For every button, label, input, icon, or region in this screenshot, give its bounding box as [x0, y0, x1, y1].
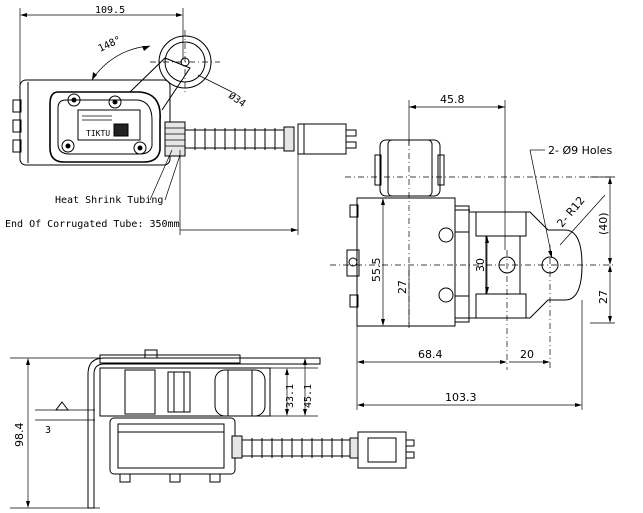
side-corrugated-tube — [241, 438, 351, 458]
bracket-fork — [468, 211, 583, 319]
dim-55-5: 55.5 — [370, 258, 383, 283]
dim-27-left: 27 — [396, 280, 409, 294]
dim-3: 3 — [45, 425, 51, 436]
dim-109-5: 109.5 — [95, 5, 125, 16]
connector-top — [297, 123, 347, 155]
label-tube-end: End Of Corrugated Tube: 350mm — [5, 219, 180, 230]
dim-33-1: 33.1 — [285, 384, 296, 408]
heat-shrink-tubing — [164, 121, 186, 157]
dim-20: 20 — [520, 348, 534, 361]
logo-text: TIKTU — [86, 129, 110, 138]
corrugated-tube — [184, 128, 286, 150]
dim-68-4: 68.4 — [418, 348, 443, 361]
dim-98-4: 98.4 — [13, 423, 26, 448]
dim-dia-34: Ø34 — [226, 90, 248, 110]
dim-45-1: 45.1 — [303, 384, 314, 408]
motor-cover — [49, 91, 161, 163]
radius-note: 2- R12 — [554, 194, 587, 230]
top-motor — [374, 139, 445, 197]
logo-block — [113, 123, 129, 137]
dim-103-3: 103.3 — [445, 391, 477, 404]
front-view: 45.8 — [330, 93, 615, 410]
angle-148: 148° — [97, 35, 123, 55]
label-heat-shrink: Heat Shrink Tubing — [55, 195, 163, 206]
dim-45-8: 45.8 — [440, 93, 465, 106]
dim-30: 30 — [474, 258, 487, 272]
lower-motor — [109, 417, 236, 475]
dim-27-right: 27 — [597, 290, 610, 304]
dim-40: (40) — [597, 212, 610, 235]
l-bracket — [87, 357, 321, 509]
top-view: 109.5 148° TIKTU Ø34 — [5, 5, 357, 235]
wheel — [214, 369, 266, 417]
side-view: 98.4 3 33.1 45.1 — [10, 349, 415, 509]
holes-note: 2- Ø9 Holes — [548, 144, 612, 157]
connector-side — [357, 431, 407, 469]
